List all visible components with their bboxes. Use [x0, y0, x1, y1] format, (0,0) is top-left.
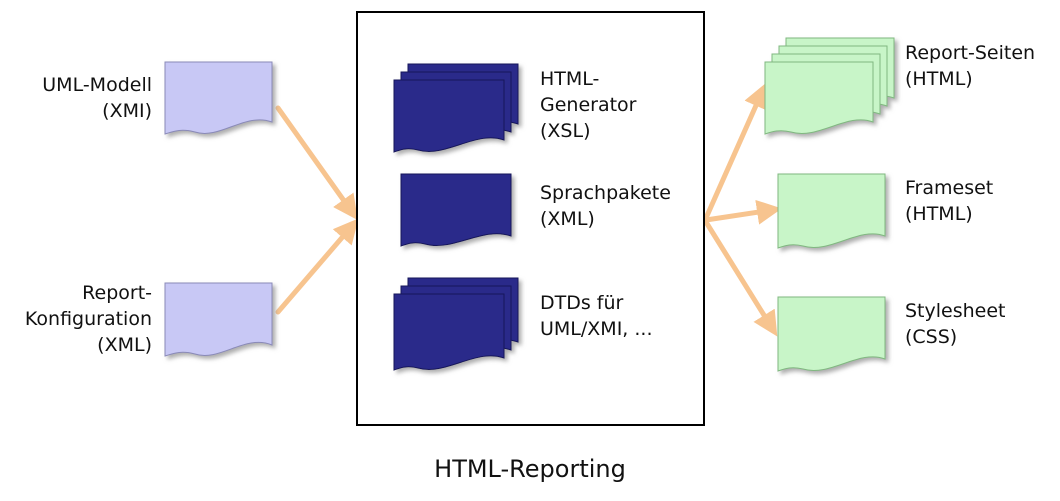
- report-pages-label: Report-Seiten (HTML): [905, 40, 1035, 92]
- language-packs-label: Sprachpakete (XML): [540, 180, 671, 232]
- stylesheet-label-line: (CSS): [905, 326, 958, 348]
- frameset-label: Frameset (HTML): [905, 175, 993, 227]
- arrow-generator-to-frameset: [703, 199, 782, 225]
- report-pages-label-line: Report-Seiten: [905, 42, 1036, 64]
- arrow-generator-to-report-pages: [703, 82, 768, 221]
- dtds-label: DTDs für UML/XMI, ...: [540, 290, 653, 342]
- html-generator-label: HTML- Generator (XSL): [540, 66, 636, 144]
- arrows-group: [275, 82, 782, 337]
- stylesheet-doc-icon: [777, 296, 886, 372]
- report-pages-doc-stack-icon: [764, 37, 895, 135]
- language-packs-label-line: (XML): [540, 208, 595, 230]
- frameset-label-line: (HTML): [905, 203, 973, 225]
- report-config-label-line: Report-: [82, 282, 152, 304]
- report-config-label: Report- Konfiguration (XML): [25, 280, 152, 358]
- html-generator-doc-stack-icon: [393, 63, 519, 153]
- frameset-doc-icon: [777, 173, 886, 249]
- arrow-uml-to-generator: [275, 105, 358, 221]
- language-packs-doc-icon: [400, 173, 512, 247]
- uml-model-label-line: (XMI): [102, 100, 152, 122]
- report-config-doc-icon: [164, 282, 273, 357]
- html-generator-label-line: (XSL): [540, 120, 591, 142]
- frameset-label-line: Frameset: [905, 177, 994, 199]
- stylesheet-label-line: Stylesheet: [905, 300, 1006, 322]
- uml-model-label-line: UML-Modell: [42, 74, 152, 96]
- uml-model-doc-icon: [164, 61, 273, 135]
- html-generator-label-line: Generator: [540, 94, 637, 116]
- uml-model-label: UML-Modell (XMI): [42, 72, 152, 124]
- diagram-caption: HTML-Reporting: [434, 455, 626, 483]
- arrow-generator-to-stylesheet: [703, 219, 778, 337]
- dtds-label-line: DTDs für: [540, 292, 624, 314]
- arrow-config-to-generator: [275, 218, 359, 315]
- dtds-doc-stack-icon: [393, 277, 519, 371]
- report-pages-label-line: (HTML): [905, 68, 973, 90]
- report-config-label-line: (XML): [97, 334, 152, 356]
- html-generator-label-line: HTML-: [540, 68, 600, 90]
- report-config-label-line: Konfiguration: [24, 308, 152, 330]
- dtds-label-line: UML/XMI, ...: [540, 318, 653, 340]
- language-packs-label-line: Sprachpakete: [540, 182, 671, 204]
- stylesheet-label: Stylesheet (CSS): [905, 298, 1006, 350]
